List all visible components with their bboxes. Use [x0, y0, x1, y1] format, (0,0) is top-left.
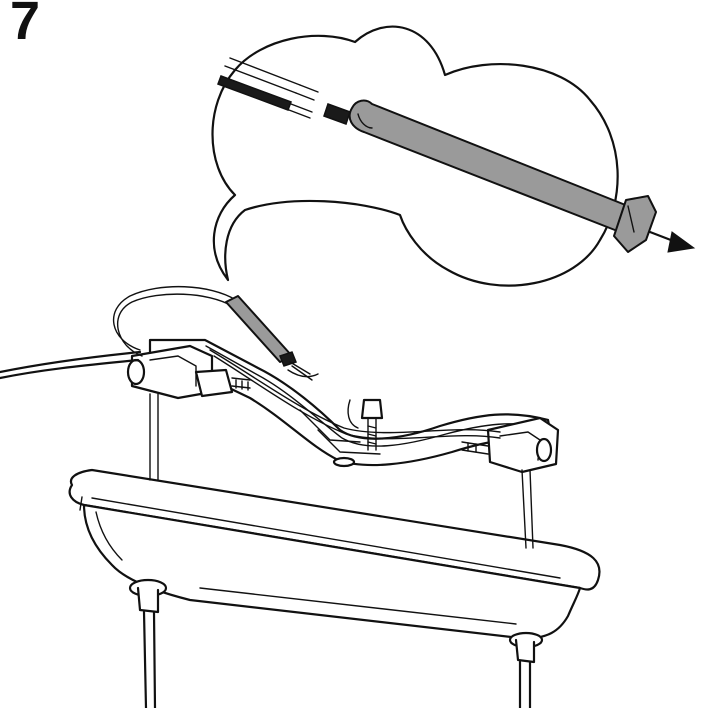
step-number: 7 [10, 0, 41, 51]
suspension-cord-right [508, 631, 544, 708]
cord-clamp-left [126, 344, 251, 481]
suspension-cord-left [128, 578, 168, 708]
center-threaded-stud [332, 398, 384, 468]
lamp-cable-route [0, 285, 501, 440]
lamp-canopy-tray [68, 468, 601, 640]
cable-sleeve [225, 295, 319, 381]
callout-cable-core [323, 103, 351, 125]
cord-clamp-right [461, 416, 560, 549]
callout-cable-sleeve [348, 99, 657, 253]
callout-wires [217, 57, 319, 119]
detail-callout-bubble [211, 25, 619, 287]
arrow-right-icon [648, 230, 696, 253]
